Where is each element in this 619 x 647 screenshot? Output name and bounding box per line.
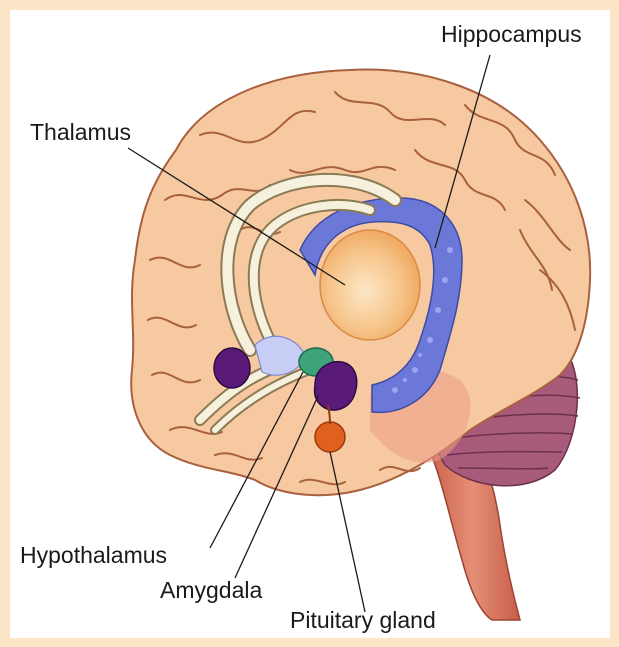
anterior-nucleus — [214, 348, 250, 388]
thalamus — [320, 230, 420, 340]
amygdala — [315, 362, 357, 410]
pituitary-gland — [315, 422, 345, 452]
label-thalamus: Thalamus — [30, 119, 131, 145]
label-hypothalamus: Hypothalamus — [20, 542, 167, 568]
label-hippocampus: Hippocampus — [441, 21, 582, 47]
label-amygdala: Amygdala — [160, 577, 262, 603]
label-pituitary-gland: Pituitary gland — [290, 607, 436, 633]
